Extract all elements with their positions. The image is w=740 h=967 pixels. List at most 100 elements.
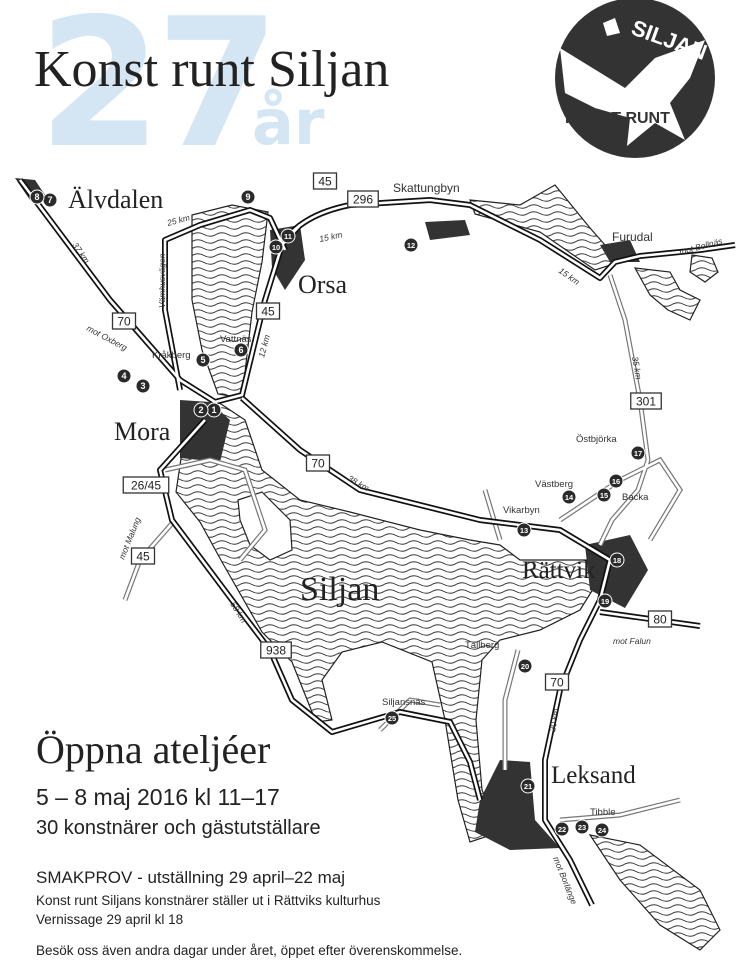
lake-bollnas (689, 254, 719, 283)
artist-marker-number: 8 (34, 192, 39, 202)
town-mora: Mora (114, 417, 171, 446)
label-vamhusvagen: Vämhusvägen (157, 253, 167, 308)
artist-marker-number: 24 (598, 826, 607, 835)
lake-orsasjon (191, 204, 269, 399)
artist-marker-number: 5 (200, 355, 205, 365)
artist-marker[interactable]: 11 (280, 228, 296, 244)
road-shield: 45 (312, 172, 338, 190)
town-alvdalen: Älvdalen (68, 185, 163, 214)
road-shield-label: 296 (353, 193, 373, 207)
artist-marker-number: 21 (524, 782, 532, 791)
artist-marker[interactable]: 13 (516, 522, 532, 538)
artist-marker[interactable]: 24 (594, 822, 610, 838)
artist-marker[interactable]: 8 (29, 189, 45, 205)
artist-marker-number: 6 (238, 345, 243, 355)
lake-furudal (633, 267, 701, 321)
village-vikarbyn: Vikarbyn (503, 505, 540, 516)
lake-leksand (588, 834, 721, 951)
vernissage-info: Vernissage 29 april kl 18 (36, 912, 184, 927)
artist-marker-number: 11 (284, 232, 292, 241)
artist-marker-number: 25 (388, 714, 396, 723)
other-days-info: Besök oss även andra dagar under året, ö… (36, 943, 463, 958)
artist-marker-number: 7 (47, 195, 52, 205)
open-studios-heading: Öppna ateljéer (36, 727, 271, 772)
town-orsa: Orsa (298, 270, 348, 299)
smakprov-detail: Konst runt Siljans konstnärer ställer ut… (36, 893, 381, 908)
artist-marker-number: 17 (634, 449, 642, 458)
town-labels: Älvdalen Orsa Mora Rättvik Leksand Silja… (68, 185, 636, 789)
road-shield-label: 70 (311, 457, 325, 471)
event-dates: 5 – 8 maj 2016 kl 11–17 (36, 784, 280, 810)
label-15km-orsa: 15 km (318, 229, 343, 244)
participants-count: 30 konstnärer och gästutställare (36, 817, 321, 839)
anniversary-unit: år (252, 86, 325, 159)
artist-marker-number: 14 (565, 493, 574, 502)
artist-marker-number: 4 (121, 371, 126, 381)
artist-marker[interactable]: 7 (42, 192, 58, 208)
artist-marker[interactable]: 21 (520, 778, 536, 794)
road-shield: 301 (630, 392, 662, 410)
artist-marker-number: 20 (521, 662, 529, 671)
road-shield: 938 (260, 641, 292, 659)
road-shield-label: 938 (266, 644, 286, 658)
road-shield-label: 301 (636, 395, 656, 409)
road-shield: 45 (255, 302, 281, 320)
village-ostbjorka: Östbjörka (576, 434, 617, 445)
village-labels: Skattungbyn Furudal Vattnäs Kråkberg Öst… (152, 181, 653, 818)
smakprov-heading: SMAKPROV - utställning 29 april–22 maj (36, 868, 345, 887)
village-vattnas: Vattnäs (220, 334, 252, 345)
artist-marker-number: 22 (558, 825, 566, 834)
town-rattvik: Rättvik (522, 557, 596, 584)
artist-marker[interactable]: 2 (193, 402, 209, 418)
road-shield-label: 45 (261, 305, 275, 319)
artist-marker[interactable]: 17 (630, 445, 646, 461)
artist-marker[interactable]: 20 (517, 658, 533, 674)
artist-marker-number: 15 (600, 491, 608, 500)
lakes (175, 184, 721, 951)
artist-marker[interactable]: 9 (240, 189, 256, 205)
label-20km: 20 km (547, 708, 561, 734)
village-krakberg: Kråkberg (152, 350, 191, 361)
village-siljansnas: Siljansnäs (382, 697, 426, 708)
artist-marker[interactable]: 3 (135, 378, 151, 394)
road-shield: 80 (647, 610, 673, 628)
artist-marker-number: 23 (578, 823, 586, 832)
logo: SILJAN KONST RUNT (555, 0, 715, 158)
road-shield-label: 45 (318, 175, 332, 189)
village-skattungbyn: Skattungbyn (393, 181, 460, 195)
label-mot-borlange: mot Borlänge (551, 855, 579, 906)
label-mot-bollnas: mot Bollnäs (678, 236, 724, 257)
label-35km: 35 km (630, 356, 644, 381)
artist-marker-number: 18 (613, 556, 621, 565)
artist-marker[interactable]: 18 (609, 552, 625, 568)
artist-marker[interactable]: 15 (596, 487, 612, 503)
artist-marker-number: 2 (198, 405, 203, 415)
road-shield: 70 (305, 454, 331, 472)
artist-marker[interactable]: 1 (206, 402, 222, 418)
artist-marker[interactable]: 4 (116, 368, 132, 384)
artist-marker[interactable]: 23 (574, 819, 590, 835)
artist-marker[interactable]: 5 (195, 352, 211, 368)
lake-name-siljan: Siljan (300, 571, 379, 608)
artist-marker[interactable]: 22 (554, 821, 570, 837)
artist-marker[interactable]: 19 (597, 593, 613, 609)
roads-minor (122, 274, 683, 823)
road-shield-label: 45 (136, 550, 150, 564)
village-tallberg: Tällberg (465, 640, 499, 651)
artist-marker-number: 13 (520, 526, 528, 535)
road-shield: 70 (544, 673, 570, 691)
artist-marker[interactable]: 6 (233, 342, 249, 358)
town-leksand: Leksand (551, 762, 636, 789)
artist-marker-number: 16 (612, 477, 620, 486)
road-shield: 45 (130, 547, 156, 565)
lake-skattungen (469, 184, 622, 271)
road-shield-label: 70 (117, 315, 131, 329)
village-vastberg: Västberg (535, 479, 573, 490)
artist-marker[interactable]: 10 (268, 239, 284, 255)
artist-marker[interactable]: 14 (561, 489, 577, 505)
artist-marker[interactable]: 25 (384, 710, 400, 726)
artist-marker[interactable]: 16 (608, 473, 624, 489)
artist-marker[interactable]: 12 (403, 237, 419, 253)
